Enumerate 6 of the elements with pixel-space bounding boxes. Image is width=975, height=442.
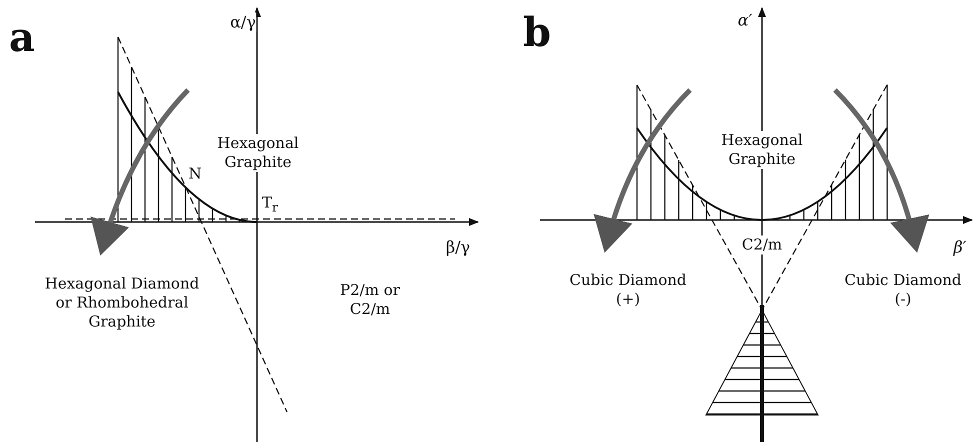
axis-label: α/γ — [230, 12, 256, 32]
axis-label: β′ — [954, 238, 966, 256]
region-label: C2/m — [742, 236, 782, 254]
axis-label: β/γ — [446, 238, 470, 256]
region-label: Cubic Diamond (-) — [843, 271, 963, 309]
region-label: Cubic Diamond (+) — [568, 271, 688, 309]
